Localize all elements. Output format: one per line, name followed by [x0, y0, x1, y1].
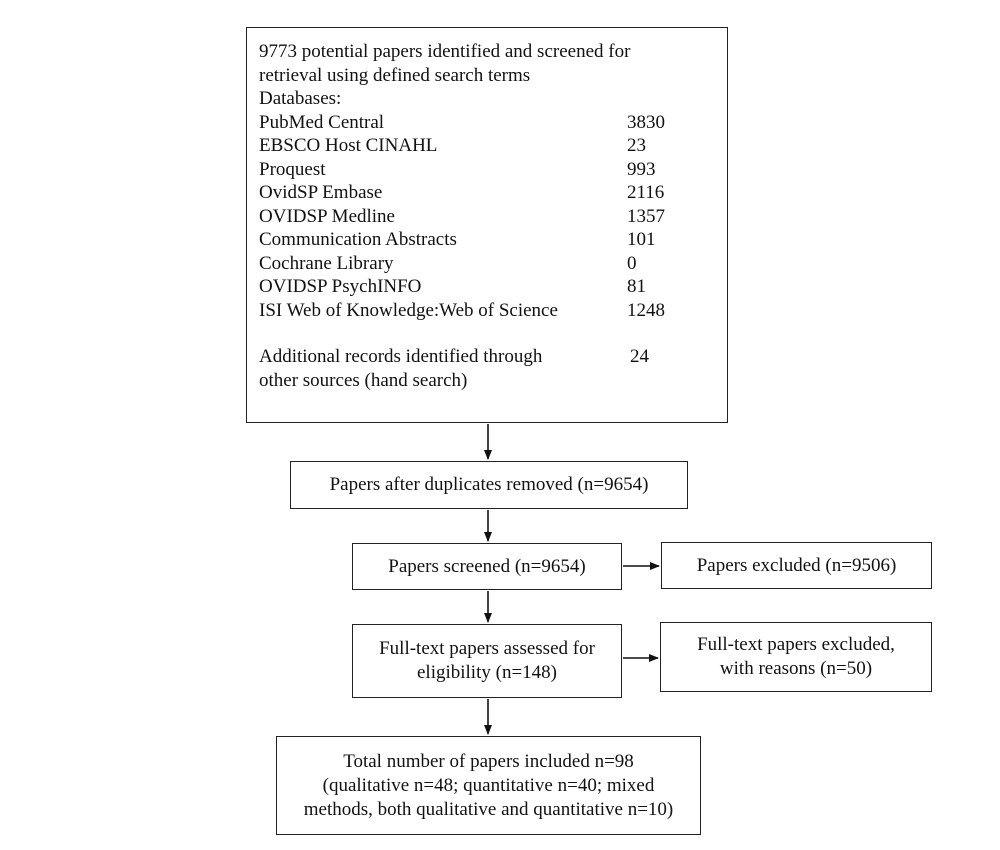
database-count: 101 — [627, 229, 656, 250]
database-row: OVIDSP Medline 1357 — [259, 205, 727, 229]
database-count: 3830 — [627, 111, 665, 133]
included-line-1: Total number of papers included n=98 — [343, 750, 634, 772]
database-name: Cochrane Library — [259, 252, 394, 274]
database-name: OVIDSP PsychINFO — [259, 276, 422, 297]
database-count: 1357 — [627, 205, 665, 227]
screened-label: Papers screened (n=9654) — [388, 555, 586, 577]
database-row: PubMed Central 3830 — [259, 111, 727, 135]
database-count: 993 — [627, 158, 656, 180]
additional-line-1: Additional records identified through — [259, 346, 543, 367]
fulltext-assessed-box: Full-text papers assessed for eligibilit… — [352, 624, 622, 698]
database-row: EBSCO Host CINAHL 23 — [259, 134, 727, 158]
database-count: 23 — [627, 135, 646, 156]
database-name: Proquest — [259, 158, 326, 180]
additional-records-label: Additional records identified through ot… — [259, 345, 630, 392]
included-line-3: methods, both qualitative and quantitati… — [303, 798, 674, 820]
databases-label: Databases: — [259, 88, 342, 109]
additional-line-2: other sources (hand search) — [259, 369, 468, 391]
database-name: PubMed Central — [259, 111, 385, 133]
database-row: OvidSP Embase 2116 — [259, 181, 727, 205]
database-count: 0 — [627, 252, 637, 274]
fulltext-excluded-box: Full-text papers excluded, with reasons … — [660, 622, 932, 692]
identification-box: 9773 potential papers identified and scr… — [246, 27, 728, 423]
database-name: Communication Abstracts — [259, 229, 457, 250]
additional-records-row: Additional records identified through ot… — [259, 345, 727, 392]
database-row: ISI Web of Knowledge:Web of Science 1248 — [259, 299, 727, 323]
additional-records-count: 24 — [630, 346, 649, 367]
database-count: 2116 — [627, 182, 665, 203]
included-line-2: (qualitative n=48; quantitative n=40; mi… — [322, 774, 655, 796]
database-row: Communication Abstracts 101 — [259, 228, 727, 252]
screened-box: Papers screened (n=9654) — [352, 543, 622, 590]
duplicates-removed-box: Papers after duplicates removed (n=9654) — [290, 461, 688, 509]
database-name: EBSCO Host CINAHL — [259, 135, 438, 156]
database-name: OVIDSP Medline — [259, 205, 395, 227]
database-name: OvidSP Embase — [259, 182, 383, 203]
fulltext-excluded-line-2: with reasons (n=50) — [719, 658, 873, 679]
database-name: ISI Web of Knowledge:Web of Science — [259, 299, 558, 321]
database-row: Cochrane Library 0 — [259, 252, 727, 276]
intro-line-2: retrieval using defined search terms — [259, 64, 531, 86]
intro-line-1: 9773 potential papers identified and scr… — [259, 41, 631, 62]
excluded-label: Papers excluded (n=9506) — [696, 554, 897, 576]
duplicates-removed-label: Papers after duplicates removed (n=9654) — [329, 474, 649, 495]
fulltext-line-1: Full-text papers assessed for — [379, 638, 595, 659]
database-row: Proquest 993 — [259, 158, 727, 182]
database-row: OVIDSP PsychINFO 81 — [259, 275, 727, 299]
included-box: Total number of papers included n=98 (qu… — [276, 736, 701, 835]
fulltext-excluded-line-1: Full-text papers excluded, — [697, 634, 895, 655]
database-count: 81 — [627, 276, 646, 297]
database-count: 1248 — [627, 299, 665, 321]
excluded-box: Papers excluded (n=9506) — [661, 542, 932, 589]
fulltext-line-2: eligibility (n=148) — [416, 662, 557, 683]
